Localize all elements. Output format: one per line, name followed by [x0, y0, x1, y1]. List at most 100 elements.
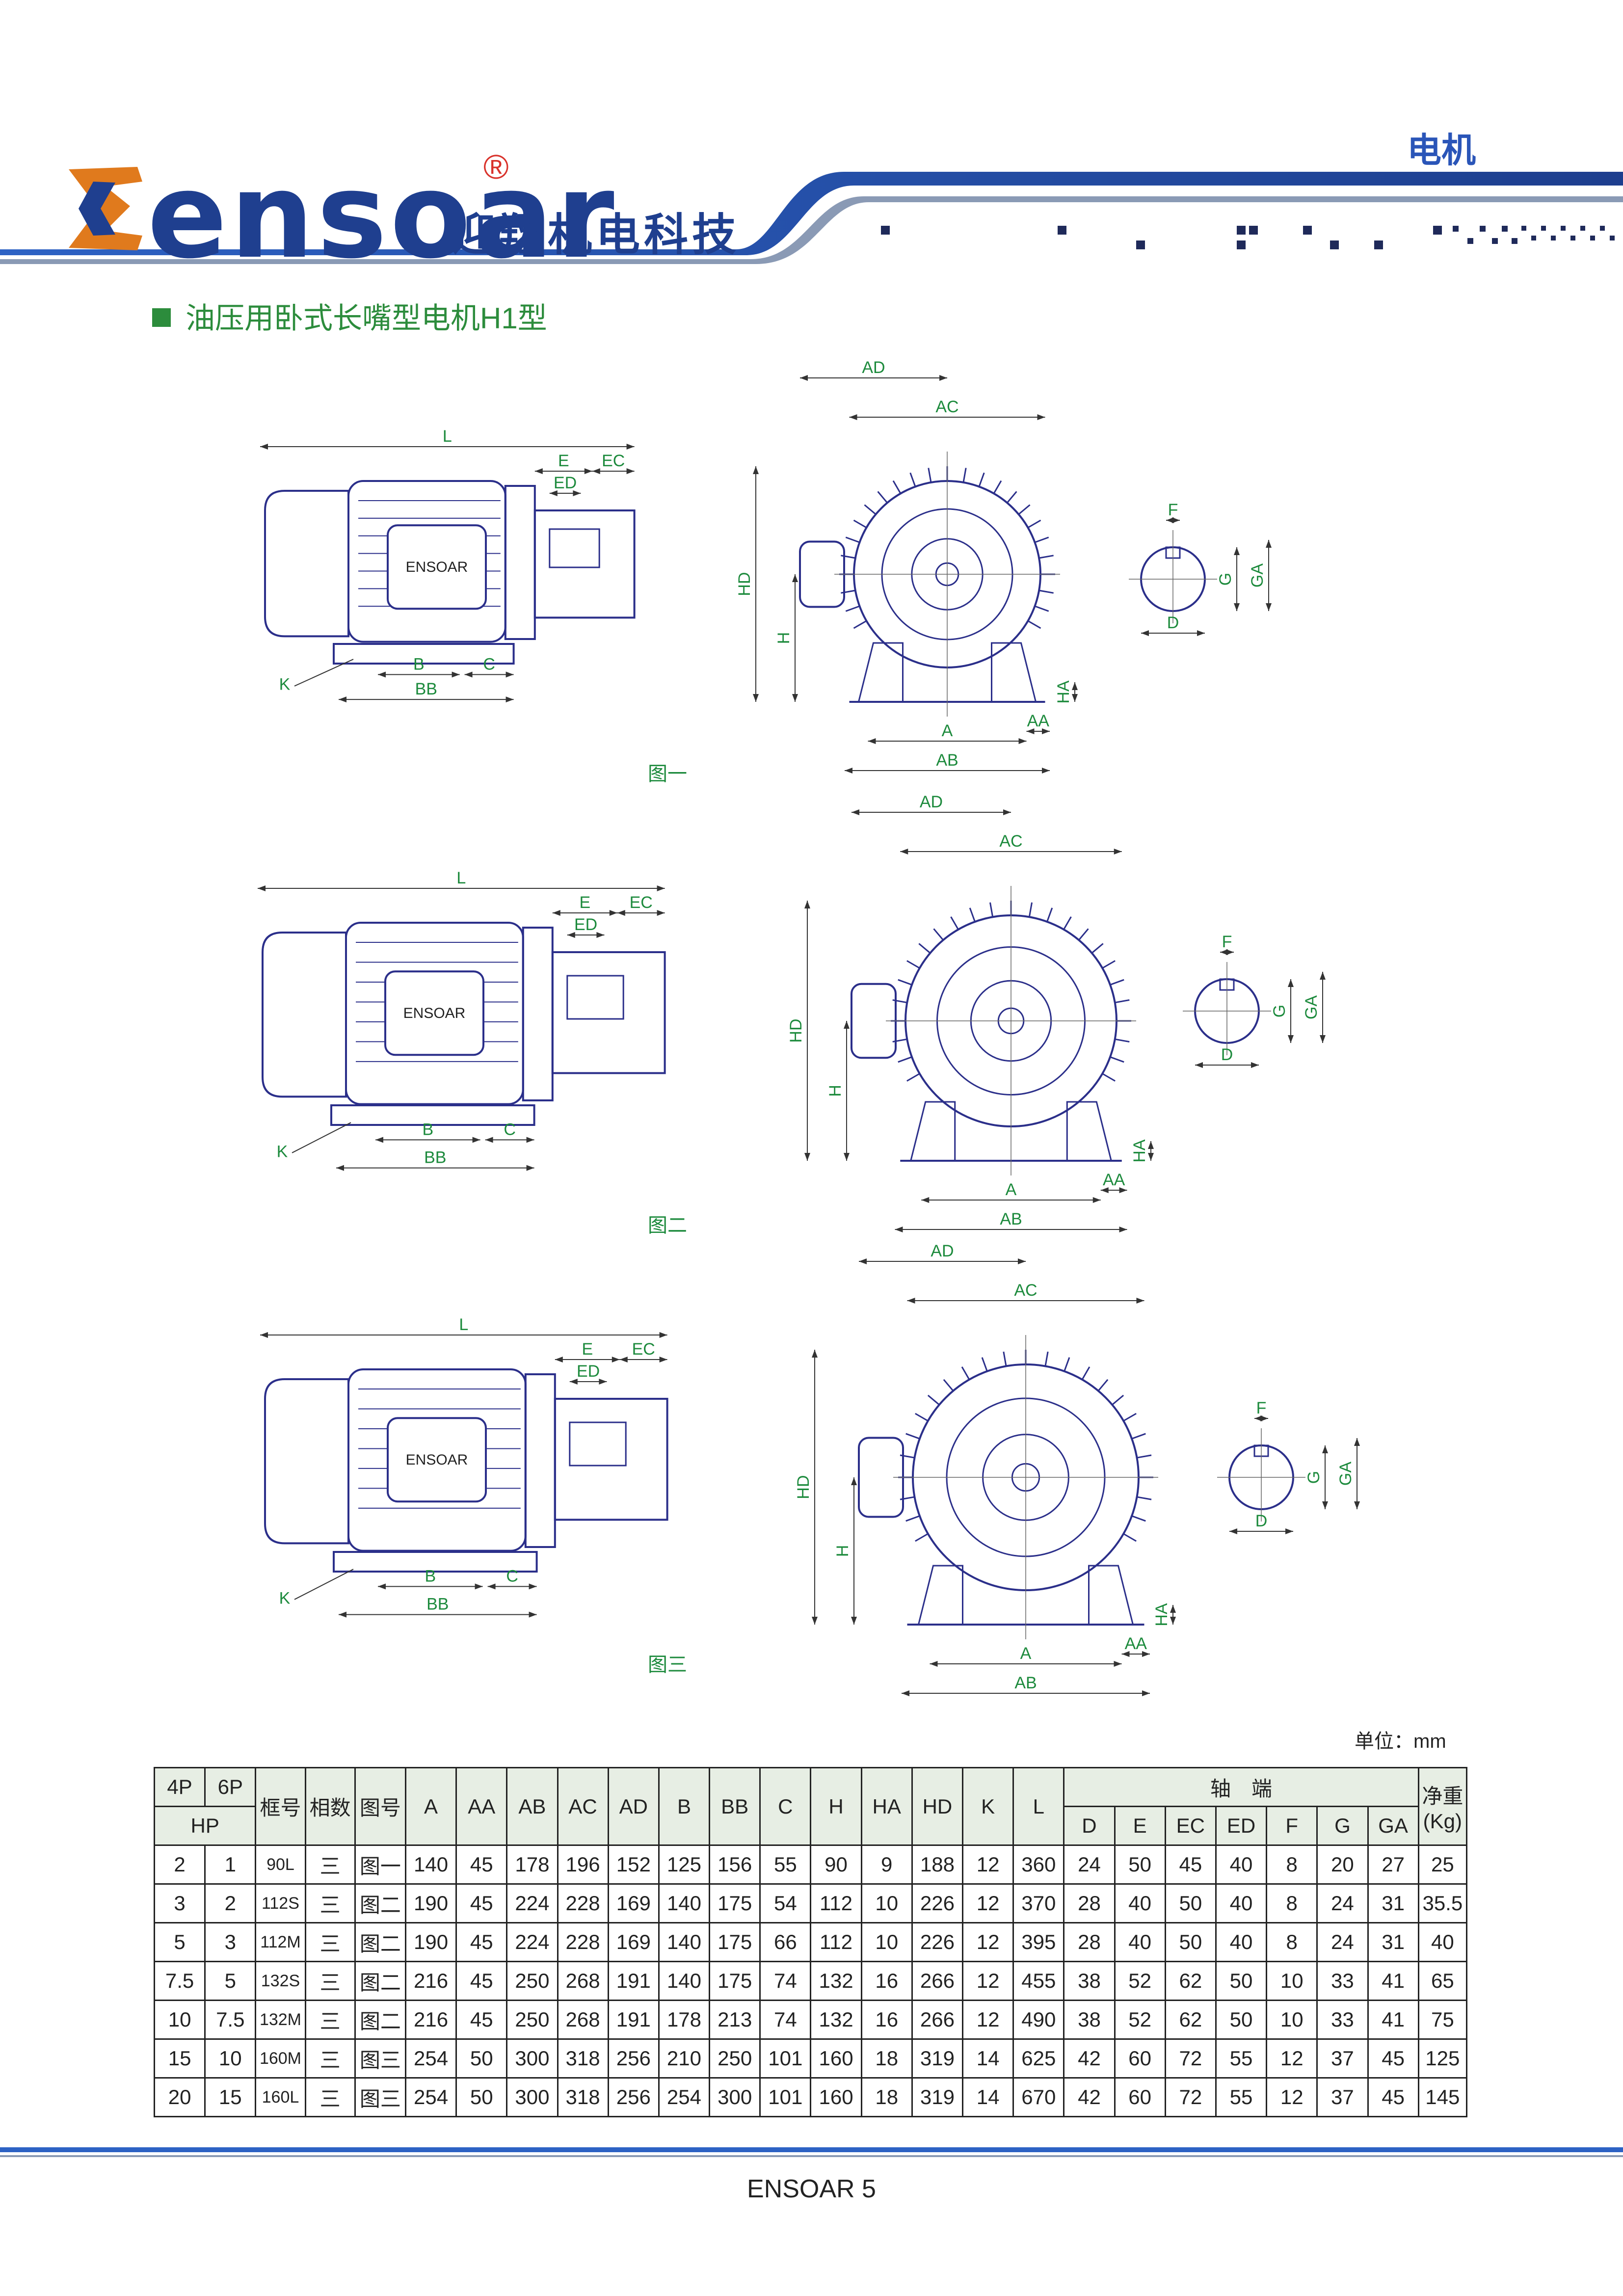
table-cell: 24: [1316, 1883, 1369, 1923]
table-cell: 112: [810, 1883, 862, 1923]
table-cell: 112: [810, 1922, 862, 1962]
dim-AC: AC: [935, 398, 958, 416]
table-cell: 7.5: [153, 1961, 206, 2001]
table-cell: 175: [709, 1883, 761, 1923]
table-cell: 250: [506, 1961, 559, 2001]
table-cell: 50: [455, 2038, 508, 2079]
nameplate: [384, 970, 484, 1056]
table-cell: 160M: [255, 2038, 306, 2079]
header-cell-frame: 框号: [255, 1767, 306, 1846]
dim-G: G: [1304, 1471, 1323, 1484]
table-cell: 55: [1215, 2038, 1268, 2079]
table-cell: 490: [1012, 2000, 1065, 2040]
dim-H: H: [774, 632, 793, 644]
table-cell: 24: [1316, 1922, 1369, 1962]
table-cell: 319: [911, 2077, 964, 2117]
table-cell: 319: [911, 2038, 964, 2079]
table-cell: 72: [1164, 2038, 1217, 2079]
table-cell: 300: [709, 2077, 761, 2117]
flange: [504, 485, 536, 640]
table-cell: 169: [607, 1922, 660, 1962]
table-cell: 625: [1012, 2038, 1065, 2079]
table-cell: 90L: [255, 1844, 306, 1885]
table-cell: 254: [658, 2077, 711, 2117]
header-band: [0, 167, 1623, 264]
table-cell: 54: [759, 1883, 812, 1923]
table-cell: 40: [1114, 1922, 1166, 1962]
dim-E: E: [582, 1340, 593, 1359]
dim-A: A: [1020, 1644, 1032, 1663]
table-cell: 175: [709, 1961, 761, 2001]
table-cell: 254: [404, 2038, 457, 2079]
table-cell: 16: [860, 1961, 913, 2001]
table-cell: 132: [810, 1961, 862, 2001]
table-cell: 三: [304, 1844, 356, 1885]
dim-D: D: [1167, 614, 1179, 632]
table-cell: 140: [658, 1961, 711, 2001]
table-cell: 60: [1114, 2038, 1166, 2079]
dim-HD: HD: [787, 1018, 805, 1042]
table-cell: 12: [1266, 2077, 1318, 2117]
table-cell: 10: [1266, 2000, 1318, 2040]
dim-H: H: [826, 1085, 845, 1097]
table-cell: 360: [1012, 1844, 1065, 1885]
table-cell: 图二: [354, 1961, 406, 2001]
table-cell: 24: [1063, 1844, 1116, 1885]
table-cell: 7.5: [204, 2000, 257, 2040]
section-title: 油压用卧式长嘴型电机H1型: [152, 294, 547, 337]
table-cell: 45: [455, 1922, 508, 1962]
table-cell: 52: [1114, 2000, 1166, 2040]
table-cell: 50: [1215, 1961, 1268, 2001]
table-cell: 268: [557, 2000, 609, 2040]
table-cell: 300: [506, 2077, 559, 2117]
table-cell: 1: [204, 1844, 257, 1885]
mounting-feet: [333, 1551, 538, 1573]
table-cell: 145: [1417, 2077, 1468, 2117]
nameplate: [387, 1417, 487, 1503]
dim-GA: GA: [1336, 1462, 1355, 1486]
table-cell: 224: [506, 1922, 559, 1962]
table-cell: 152: [607, 1844, 660, 1885]
nameplate-text: ENSOAR: [406, 1452, 468, 1468]
dim-C: C: [506, 1567, 518, 1585]
dim-ED: ED: [574, 915, 597, 934]
mounting-feet: [333, 643, 515, 665]
table-cell: 18: [860, 2077, 913, 2117]
table-cell: 图三: [354, 2038, 406, 2079]
table-cell: 5: [153, 1922, 206, 1962]
table-cell: 40: [1417, 1922, 1468, 1962]
table-cell: 266: [911, 2000, 964, 2040]
long-shaft-housing: [551, 951, 666, 1074]
table-cell: 224: [506, 1883, 559, 1923]
dim-A: A: [1006, 1180, 1017, 1199]
table-cell: 50: [1164, 1883, 1217, 1923]
table-cell: 41: [1367, 2000, 1419, 2040]
table-cell: 370: [1012, 1883, 1065, 1923]
figure-caption: 图一: [648, 763, 687, 785]
table-cell: 28: [1063, 1922, 1116, 1962]
dim-G: G: [1216, 573, 1235, 586]
dim-B: B: [413, 655, 425, 673]
table-cell: 226: [911, 1883, 964, 1923]
table-cell: 45: [455, 1883, 508, 1923]
figure-caption: 图二: [648, 1215, 687, 1236]
table-cell: 12: [961, 1883, 1014, 1923]
table-cell: 38: [1063, 1961, 1116, 2001]
table-cell: 14: [961, 2038, 1014, 2079]
dim-EC: EC: [630, 893, 653, 912]
table-cell: 160: [810, 2038, 862, 2079]
header-cell-AA: AA: [455, 1767, 508, 1846]
dim-AD: AD: [920, 793, 943, 811]
table-cell: 140: [658, 1883, 711, 1923]
table-cell: 12: [961, 2000, 1014, 2040]
table-cell: 101: [759, 2038, 812, 2079]
table-cell: 132: [810, 2000, 862, 2040]
table-cell: 41: [1367, 1961, 1419, 2001]
dim-L: L: [459, 1315, 468, 1334]
